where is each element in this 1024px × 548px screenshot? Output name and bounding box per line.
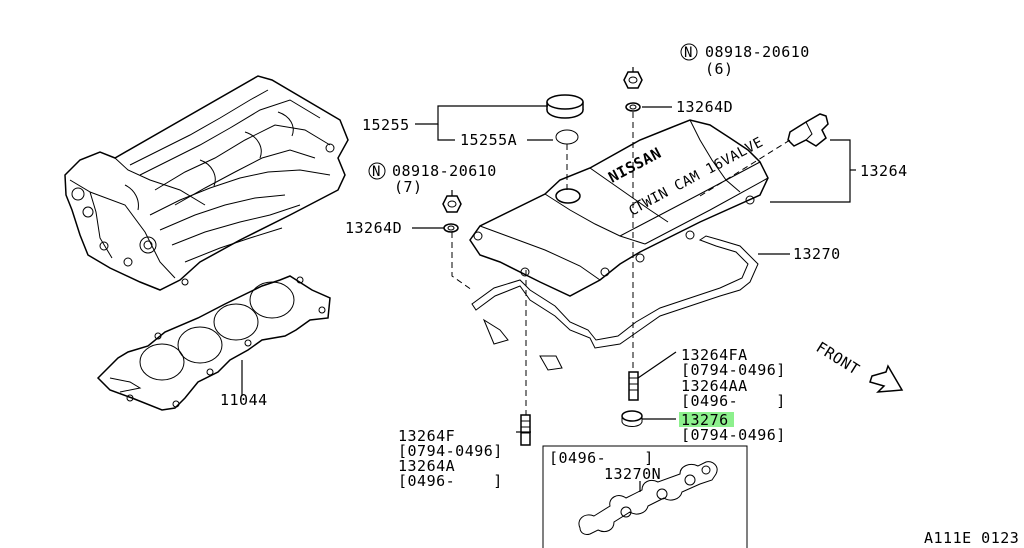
- label-15255: 15255: [362, 116, 410, 134]
- cylinder-head: [64, 75, 349, 291]
- inset-box: [542, 445, 748, 548]
- label-08918-left-qty: (7): [394, 178, 423, 196]
- label-13270N: 13270N: [604, 465, 661, 483]
- label-13264D-top: 13264D: [676, 98, 733, 116]
- head-gasket: [96, 275, 331, 411]
- front-label: FRONT: [813, 338, 863, 379]
- label-13264AA: 13264AA: [681, 377, 748, 395]
- label-08918-top: 08918-20610: [705, 43, 810, 61]
- washer-left: [443, 223, 459, 233]
- stud-left: [520, 414, 531, 446]
- label-13264: 13264: [860, 162, 908, 180]
- label-13264AA-range: [0496- ]: [681, 392, 786, 410]
- leader-lines: [241, 67, 856, 433]
- n-symbol-left-letter: N: [372, 164, 381, 180]
- label-11044: 11044: [220, 391, 268, 409]
- seal-washer: [621, 410, 643, 427]
- n-symbol-left: [368, 162, 386, 180]
- figure-code: A111E 0123: [924, 529, 1019, 547]
- rocker-cover-gasket: [471, 235, 759, 371]
- label-13276: 13276: [681, 411, 729, 429]
- label-13264FA-range: [0794-0496]: [681, 361, 786, 379]
- label-13264FA: 13264FA: [681, 346, 748, 364]
- nut-top: [623, 71, 643, 89]
- nut-left: [442, 195, 462, 213]
- label-13264A-range: [0496- ]: [398, 472, 503, 490]
- label-inset-range: [0496- ]: [549, 449, 654, 467]
- label-13276-range: [0794-0496]: [681, 426, 786, 444]
- label-13264F-range: [0794-0496]: [398, 442, 503, 460]
- label-08918-left: 08918-20610: [392, 162, 497, 180]
- label-08918-top-qty: (6): [705, 60, 734, 78]
- label-13264A: 13264A: [398, 457, 455, 475]
- label-13264D-left: 13264D: [345, 219, 402, 237]
- rocker-cover: NISSAN TWIN CAM 16VALVE C: [469, 119, 769, 297]
- oil-filler-cap: [546, 94, 584, 119]
- label-15255A: 15255A: [460, 131, 517, 149]
- pcv-connector: [787, 113, 829, 147]
- label-13270: 13270: [793, 245, 841, 263]
- n-symbol-top-letter: N: [684, 45, 693, 61]
- washer-top: [625, 102, 641, 112]
- front-arrow: FRONT: [813, 338, 904, 393]
- highlight-13276: [679, 412, 734, 427]
- n-symbol-top: [680, 43, 698, 61]
- label-13264F: 13264F: [398, 427, 455, 445]
- stud-right: [628, 371, 639, 401]
- oring: [555, 129, 579, 145]
